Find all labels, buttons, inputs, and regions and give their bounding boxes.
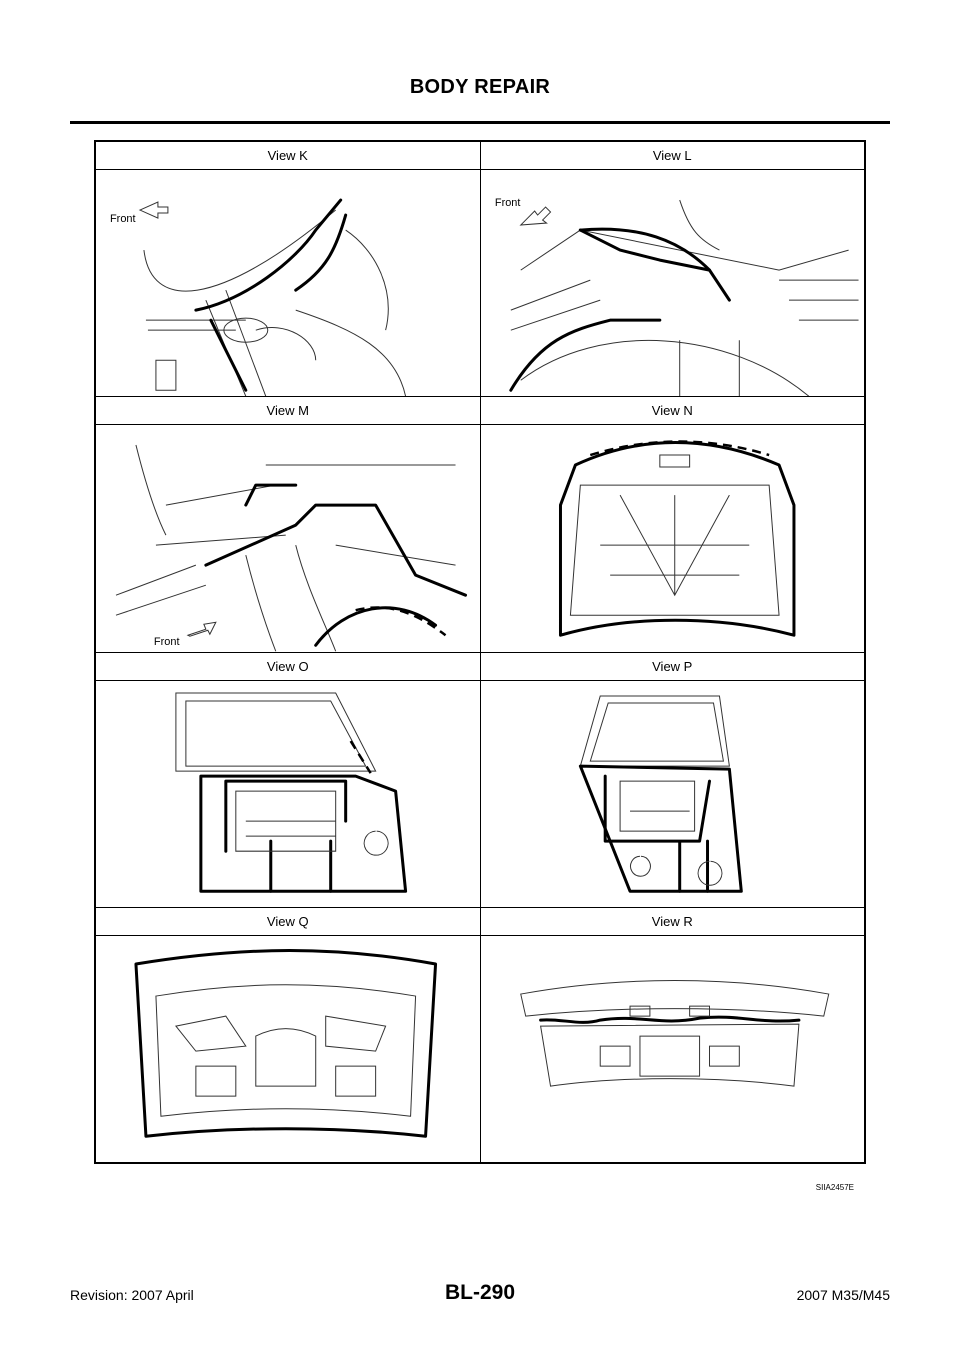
front-arrow-icon — [138, 201, 169, 219]
front-label-k: Front — [110, 213, 136, 225]
view-q-drawing — [95, 934, 481, 1164]
view-l-label: View L — [479, 141, 865, 170]
view-q-label: View Q — [95, 906, 481, 936]
view-r-label: View R — [479, 906, 865, 936]
figure-id: SIIA2457E — [815, 1183, 854, 1192]
view-k-drawing: Front — [95, 168, 481, 398]
front-label-l: Front — [494, 197, 520, 209]
view-n-drawing — [479, 424, 865, 653]
view-o-drawing — [95, 679, 481, 908]
view-m-drawing: Front — [95, 424, 481, 653]
view-grid: View K View L Front Front View M Vie — [95, 141, 865, 1164]
view-n-label: View N — [479, 396, 865, 426]
view-p-drawing — [479, 679, 865, 908]
model-text: 2007 M35/M45 — [796, 1287, 890, 1303]
page-number: BL-290 — [444, 1281, 516, 1304]
view-p-label: View P — [479, 651, 865, 681]
view-m-label: View M — [95, 396, 481, 426]
view-o-label: View O — [95, 651, 481, 681]
view-l-drawing: Front — [479, 168, 865, 398]
page-title: BODY REPAIR — [409, 76, 551, 98]
front-arrow-icon — [518, 206, 551, 226]
front-label-m: Front — [154, 636, 180, 648]
sealant-figure: View K View L Front Front View M Vie — [94, 140, 866, 1164]
revision-text: Revision: 2007 April — [70, 1287, 194, 1303]
front-arrow-icon — [186, 621, 217, 638]
header-rule — [70, 121, 890, 124]
view-r-drawing — [479, 934, 865, 1164]
view-k-label: View K — [95, 141, 481, 170]
